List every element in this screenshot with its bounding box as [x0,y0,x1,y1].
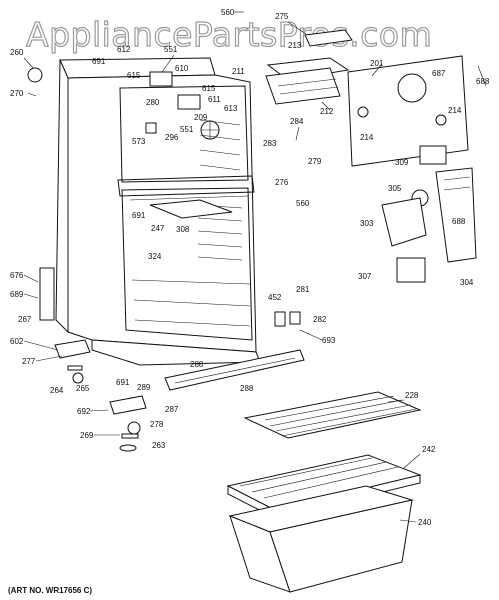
label-610: 610 [175,64,189,73]
top-parts [265,29,353,105]
label-242: 242 [422,445,436,454]
label-209: 209 [194,113,208,122]
label-283: 283 [263,139,277,148]
label-692: 692 [77,407,91,416]
label-275: 275 [275,12,289,21]
label-269: 269 [80,431,94,440]
label-282: 282 [313,315,327,324]
label-308: 308 [176,225,190,234]
label-201: 201 [370,59,384,68]
callout-labels: 560 275 213 260 612 551 691 615 610 211 … [10,8,490,527]
label-287: 287 [165,405,179,414]
label-324: 324 [148,252,162,261]
label-263: 263 [152,441,166,450]
label-260: 260 [10,48,24,57]
label-265: 265 [76,384,90,393]
label-303: 303 [360,219,374,228]
label-270: 270 [10,89,24,98]
label-309: 309 [395,158,409,167]
label-560b: 560 [296,199,310,208]
label-214: 214 [448,106,462,115]
label-602: 602 [10,337,24,346]
control-housing [381,167,477,283]
back-panel [347,55,469,167]
leader-lines [23,11,487,523]
label-304: 304 [460,278,474,287]
label-691b: 691 [132,211,146,220]
crisper-240 [228,485,414,593]
label-693: 693 [322,336,336,345]
label-278: 278 [150,420,164,429]
label-228: 228 [405,391,419,400]
label-247: 247 [151,224,165,233]
label-276: 276 [275,178,289,187]
label-277: 277 [22,357,36,366]
label-611: 611 [208,95,221,104]
label-284: 284 [290,117,304,126]
label-613: 613 [224,104,238,113]
label-212: 212 [320,107,334,116]
watermark: AppliancePartsPros.com [26,15,432,54]
label-689: 689 [10,290,24,299]
label-240: 240 [418,518,432,527]
label-688: 688 [476,77,490,86]
label-281: 281 [296,285,310,294]
label-551: 551 [164,45,178,54]
label-279: 279 [308,157,322,166]
label-560: 560 [221,8,235,17]
label-307: 307 [358,272,372,281]
label-305: 305 [388,184,402,193]
label-214b: 214 [360,133,374,142]
art-number-caption: (ART NO. WR17656 C) [8,586,92,595]
label-615b: 615 [202,84,216,93]
label-687: 687 [432,69,446,78]
grille [164,349,305,391]
cabinet [55,57,261,366]
label-213: 213 [288,41,302,50]
small-parts [27,67,301,452]
label-688b: 688 [452,217,466,226]
label-452: 452 [268,293,282,302]
label-267: 267 [18,315,32,324]
label-615: 615 [127,71,141,80]
label-264: 264 [50,386,64,395]
label-288b: 288 [240,384,254,393]
label-691: 691 [92,57,106,66]
label-551b: 551 [180,125,194,134]
label-280: 280 [146,98,160,107]
label-612: 612 [117,45,131,54]
label-296: 296 [165,133,179,142]
label-573: 573 [132,137,146,146]
label-289: 289 [137,383,151,392]
label-691c: 691 [116,378,130,387]
label-676: 676 [10,271,24,280]
label-288a: 288 [190,360,204,369]
label-211: 211 [232,67,245,76]
shelf-228 [243,391,422,439]
